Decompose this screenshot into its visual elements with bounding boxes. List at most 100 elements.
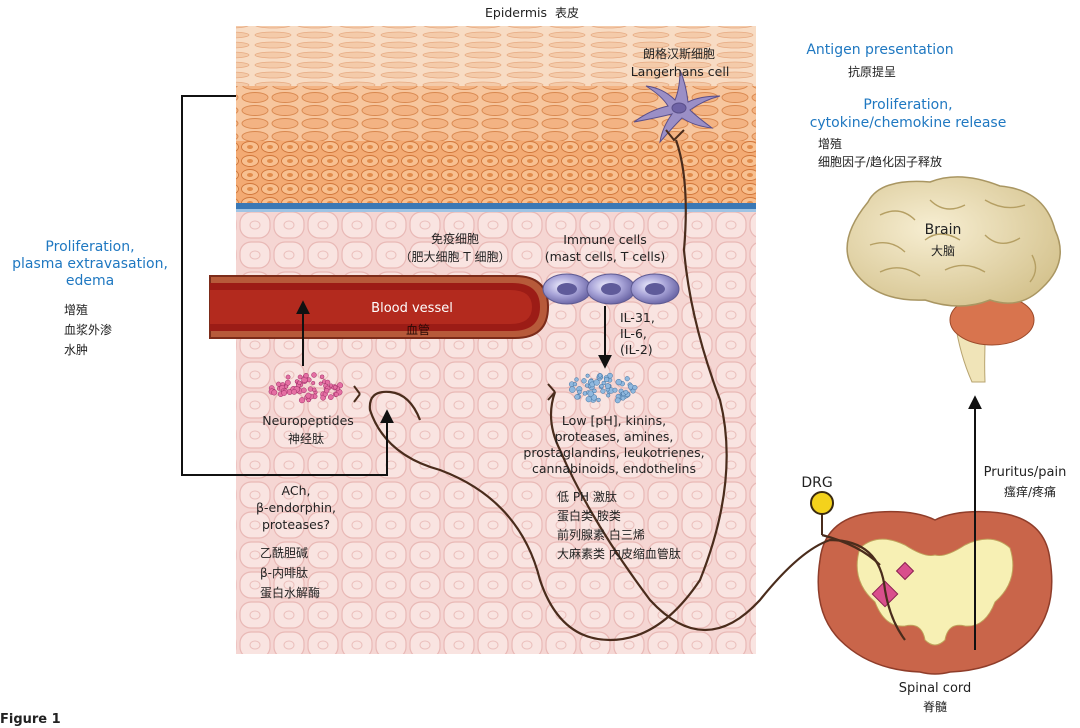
granule (297, 380, 302, 386)
langerhans-cell (633, 69, 721, 144)
granule (597, 373, 603, 378)
il31-label: IL-31, (620, 310, 655, 325)
antigen-presentation-label-zh: 抗原提呈 (847, 65, 897, 79)
granule (328, 383, 334, 388)
nerve-fiber-upper (368, 139, 728, 642)
ach-label-zh1: 乙酰胆碱 (260, 546, 309, 560)
granule (291, 389, 298, 395)
pruritus-label-zh: 瘙痒/疼痛 (1003, 485, 1057, 499)
mediators-line-1: Low [pH], kinins, (561, 413, 667, 428)
granule (285, 374, 291, 380)
granule (593, 379, 600, 386)
granule (606, 393, 611, 398)
drg-ganglion (810, 491, 834, 535)
granule (623, 389, 629, 395)
epidermis-label-zh: 表皮 (554, 6, 579, 20)
granule (600, 388, 606, 394)
nerve-fiber-lower (549, 391, 906, 641)
spinal-cord (817, 510, 1053, 675)
granule (284, 379, 291, 386)
epidermis-label: Epidermis 表皮 (485, 5, 579, 21)
mediators-line-3: prostaglandins, leukotrienes, (523, 445, 705, 460)
mediators-zh-line-1: 低 PH 激肽 (557, 490, 617, 504)
pruritus-label: Pruritus/pain (983, 465, 1067, 480)
granule (615, 378, 622, 386)
granule (620, 395, 626, 401)
neuropeptides-label-zh: 神经肽 (287, 432, 325, 446)
granule (601, 380, 606, 386)
neuropeptides-label: Neuropeptides (262, 413, 354, 428)
langerhans-receptor (665, 129, 685, 142)
brain (846, 176, 1061, 383)
mediator-granules (568, 372, 638, 404)
proliferation-left-label-2: plasma extravasation, (12, 256, 168, 272)
proliferation-right-label-2: cytokine/chemokine release (809, 115, 1007, 131)
granule (569, 386, 576, 393)
granule (297, 374, 303, 380)
granule (301, 387, 307, 394)
granule (325, 379, 331, 385)
proliferation-left-label-3: edema (65, 273, 115, 289)
langerhans-label-zh: 朗格汉斯细胞 (642, 47, 716, 61)
granule (298, 397, 306, 404)
nerve-fibers (353, 129, 906, 642)
proliferation-right-label-zh1: 增殖 (818, 137, 843, 151)
mediator-receptor (547, 383, 556, 401)
proliferation-right-label-1: Proliferation, (863, 97, 953, 113)
granule (596, 397, 601, 403)
proliferation-left-label-zh2: 血浆外渗 (64, 323, 113, 337)
spinal-cord-label: Spinal cord (898, 681, 972, 696)
granule (599, 384, 604, 389)
granule (574, 377, 579, 382)
granule (572, 382, 578, 387)
granule (332, 385, 338, 390)
langerhans-label-en: Langerhans cell (630, 64, 730, 79)
granule (311, 380, 316, 386)
ach-label-3: proteases? (261, 517, 331, 532)
basement-membrane (236, 203, 756, 209)
granule (612, 387, 618, 393)
granule (311, 372, 317, 378)
ach-label-2: β-endorphin, (255, 500, 337, 515)
proliferation-left-label-zh3: 水肿 (64, 343, 89, 357)
mediators-zh-line-4: 大麻素类 内皮缩血管肽 (557, 547, 681, 561)
granule (614, 397, 621, 404)
neuropeptide-terminal (353, 385, 361, 403)
granule (632, 385, 638, 391)
ach-label-1: ACh, (281, 483, 311, 498)
proliferation-right-label-zh2: 细胞因子/趋化因子释放 (818, 155, 943, 169)
blood-vessel (209, 275, 550, 339)
immune-cells-label-zh1: 免疫细胞 (430, 232, 480, 246)
granule (284, 384, 289, 389)
granule (327, 394, 334, 400)
granule (318, 381, 323, 386)
granule (324, 388, 330, 394)
granule (584, 383, 590, 388)
blood-vessel-label-zh: 血管 (405, 323, 431, 337)
granule (574, 394, 580, 400)
immune-cells-label-en1: Immune cells (563, 232, 647, 247)
mediators-line-2: proteases, amines, (554, 429, 674, 444)
drg-label: DRG (801, 475, 833, 491)
granule (592, 388, 597, 394)
granule (603, 376, 610, 383)
granule (276, 381, 282, 387)
granule (582, 391, 588, 396)
neuropeptide-granules (268, 372, 344, 404)
granule (281, 390, 287, 396)
spinal-cord-label-zh: 脊髓 (922, 700, 948, 714)
granule (303, 372, 309, 379)
immune-cells (542, 273, 680, 305)
ach-label-zh2: β-内啡肽 (260, 566, 308, 580)
granule (587, 390, 594, 397)
granule (319, 374, 325, 380)
proliferation-left-label-1: Proliferation, (45, 239, 135, 255)
mediators-line-4: cannabinoids, endothelins (532, 461, 696, 476)
figure-label: Figure 1 (0, 712, 61, 727)
brain-label: Brain (924, 222, 962, 238)
granule (585, 396, 592, 403)
mediators-zh-line-3: 前列腺素 白三烯 (557, 528, 645, 542)
immune-cells-label-en2: (mast cells, T cells) (544, 249, 666, 264)
epidermis-label-en: Epidermis (485, 5, 548, 20)
